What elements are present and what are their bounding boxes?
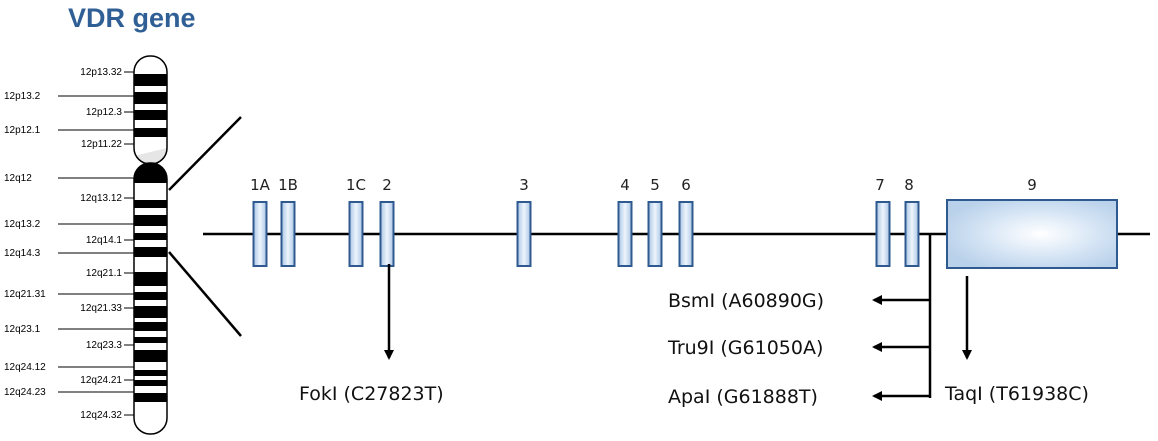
band-label-left: 12q14.3: [4, 248, 41, 259]
chromosome-band-labels: 12p13.2 12p12.1 12q12 12q13.2 12q14.3 12q21.3…: [4, 67, 134, 421]
exon-group: 1A 1B 1C 2 3 4 5 6 7 8 9: [250, 176, 1118, 269]
exon-5-label: 5: [650, 176, 660, 194]
exon-4-box: [617, 201, 633, 267]
band-label-left: 12q23.1: [4, 324, 41, 335]
band-label-right: 12p13.32: [80, 67, 122, 78]
bsmi-label: BsmI (A60890G): [668, 290, 824, 312]
band-label-right: 12q14.1: [86, 235, 123, 246]
exon-3-label: 3: [519, 176, 529, 194]
band-label-right: 12q13.12: [80, 193, 122, 204]
exon-1a-box: [252, 201, 268, 267]
band-label-right: 12q21.1: [86, 268, 123, 279]
exon-3-box: [516, 201, 532, 267]
exon-8-label: 8: [904, 176, 914, 194]
band-label-right: 12q24.32: [80, 410, 122, 421]
band-label-left: 12q13.2: [4, 219, 41, 230]
exon-7-box: [875, 201, 891, 267]
apai-label: ApaI (G61888T): [668, 386, 818, 408]
band-label-left: 12q12: [4, 173, 32, 184]
taqi-label: TaqI (T61938C): [944, 383, 1089, 405]
exon-9-label: 9: [1027, 176, 1037, 194]
band-label-right: 12p12.3: [86, 107, 123, 118]
zoom-line-bottom: [168, 251, 242, 337]
diagram-title: VDR gene: [68, 3, 196, 33]
band-label-left: 12q24.12: [4, 362, 46, 373]
exon-1c-box: [348, 201, 364, 267]
band-label-left: 12q21.31: [4, 289, 46, 300]
band-label-left: 12p13.2: [4, 91, 41, 102]
exon-4-label: 4: [620, 176, 630, 194]
exon-1a-label: 1A: [250, 176, 271, 194]
exon-9-box: [946, 199, 1118, 269]
band-label-left: 12p12.1: [4, 125, 41, 136]
exon-1b-label: 1B: [278, 176, 298, 194]
exon-5-box: [647, 201, 663, 267]
zoom-line-top: [168, 116, 242, 191]
band-label-left: 12q24.23: [4, 387, 46, 398]
band-label-right: 12q23.3: [86, 340, 123, 351]
exon-1b-box: [280, 201, 296, 267]
exon-1c-label: 1C: [346, 176, 366, 194]
chromosome-12-ideogram: [133, 55, 168, 435]
band-label-right: 12p11.22: [81, 139, 122, 150]
exon-2-label: 2: [382, 176, 392, 194]
exon-6-label: 6: [681, 176, 691, 194]
foki-label: FokI (C27823T): [299, 383, 444, 405]
band-label-right: 12q21.33: [80, 303, 122, 314]
exon-2-box: [379, 201, 395, 267]
band-label-right: 12q24.21: [80, 375, 122, 386]
exon-8-box: [904, 201, 920, 267]
exon-7-label: 7: [875, 176, 885, 194]
tru9i-label: Tru9I (G61050A): [667, 337, 823, 359]
exon-6-box: [678, 201, 694, 267]
